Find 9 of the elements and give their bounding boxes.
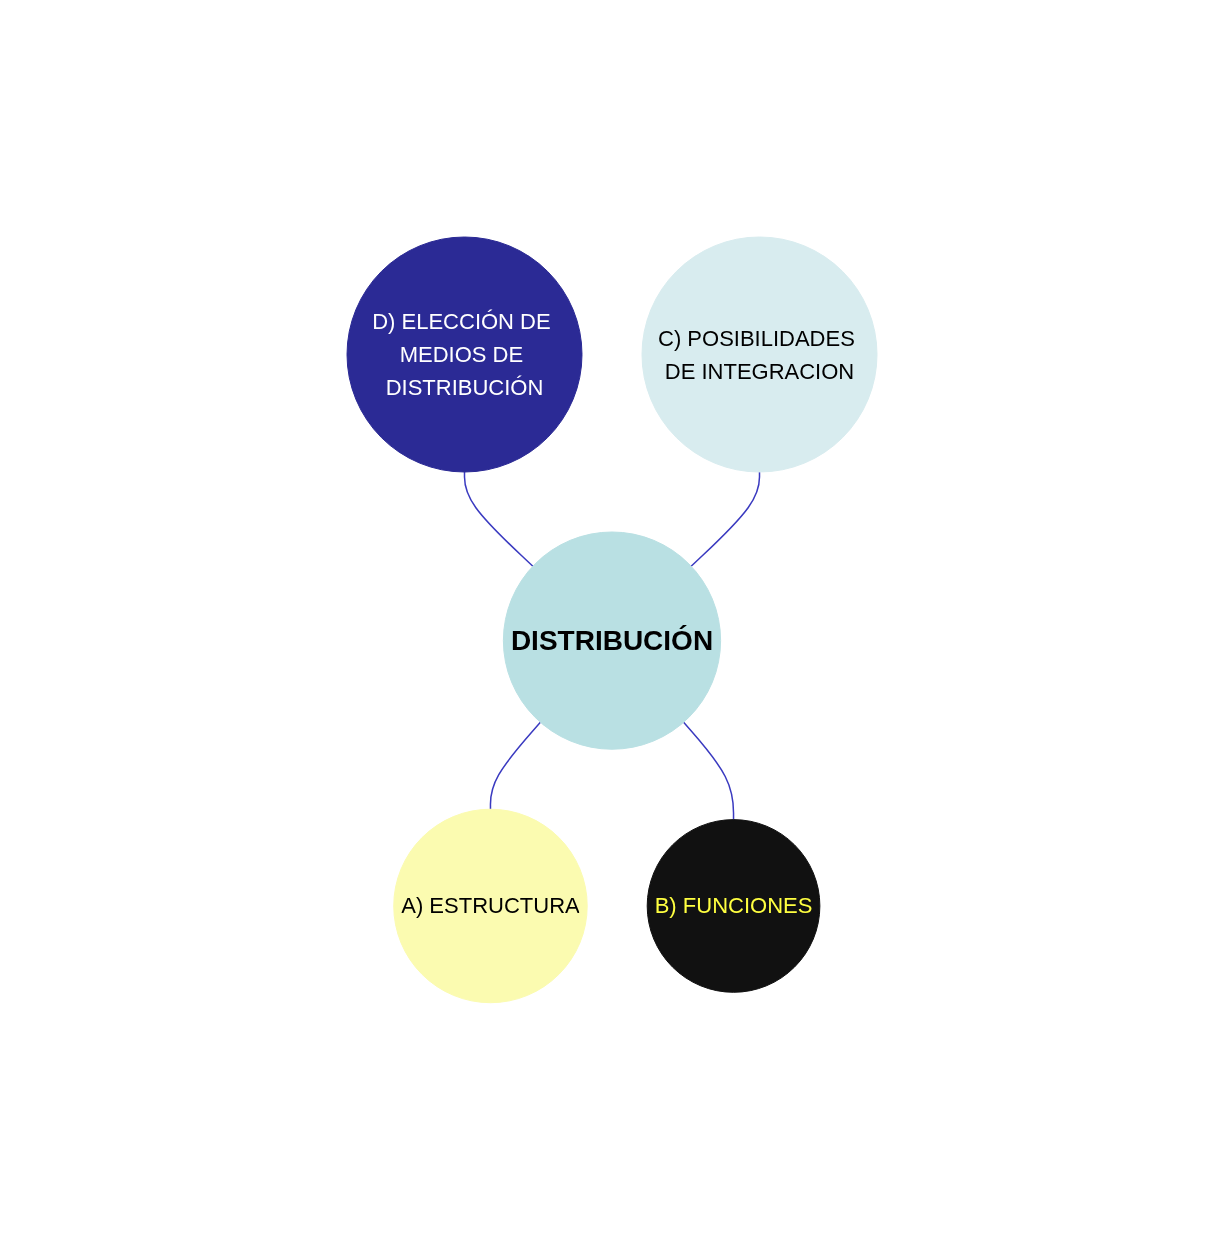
connector (463, 470, 534, 567)
node-circle: DISTRIBUCIÓN (502, 531, 721, 750)
connector (689, 470, 760, 567)
node-circle: C) POSIBILIDADES DE INTEGRACION (641, 236, 877, 473)
connector (682, 721, 734, 820)
node-circle: B) FUNCIONES (646, 818, 820, 993)
node-circle: A) ESTRUCTURA (392, 808, 588, 1003)
node-circle: D) ELECCIÓN DE MEDIOS DE DISTRIBUCIÓN (346, 236, 582, 473)
connector (489, 721, 541, 810)
